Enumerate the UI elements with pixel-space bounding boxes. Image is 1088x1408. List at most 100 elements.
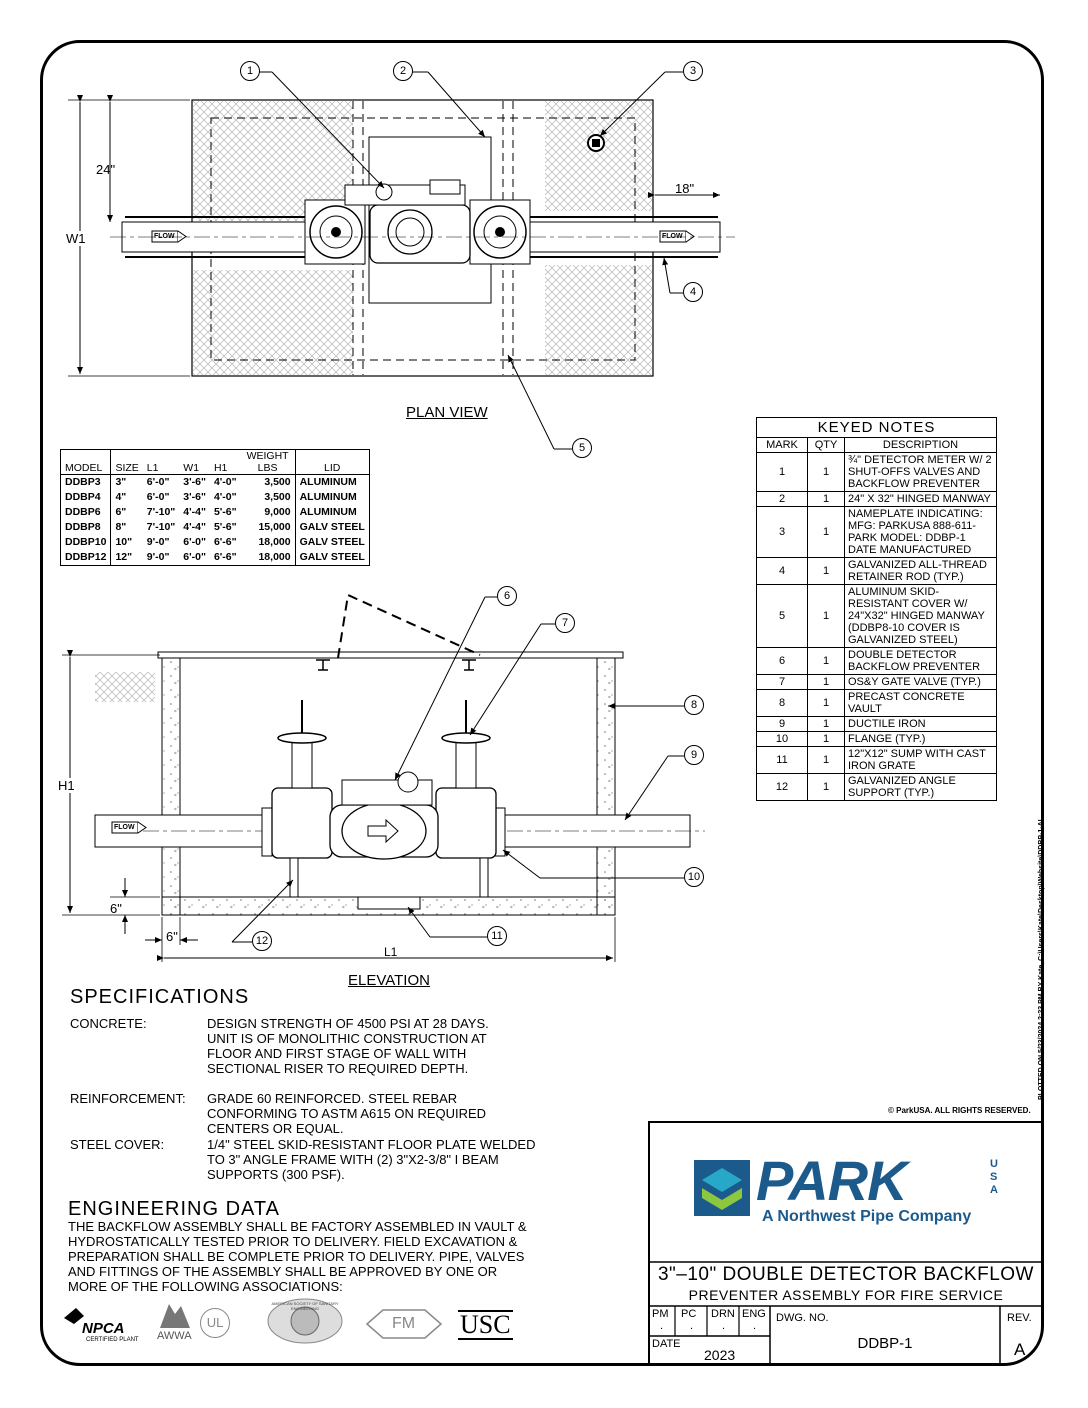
note-description: ¾" DETECTOR METER w/ 2 SHUT-OFFS VALVES … [844, 452, 997, 492]
note-qty: 1 [807, 773, 845, 801]
pm-value: . [660, 1320, 664, 1332]
table-cell: 6'-0" [183, 551, 206, 563]
model-table-header: MODEL SIZE L1 W1 H1 WEIGHT LBS LID [60, 449, 370, 475]
keyed-note-row: 11¾" DETECTOR METER w/ 2 SHUT-OFFS VALVE… [756, 452, 997, 492]
note-description: DOUBLE DETECTOR BACKFLOW PREVENTER [844, 647, 997, 675]
col-mark: MARK [756, 437, 808, 453]
callout-8: 8 [684, 695, 704, 715]
pc-label: PC [681, 1308, 697, 1320]
dim-l1: L1 [384, 945, 398, 959]
table-cell: 4" [110, 490, 143, 505]
dim-18: 18" [675, 181, 695, 196]
table-cell: DDBP10 [65, 536, 107, 548]
pc-value: . [690, 1320, 694, 1332]
fm-logo: FM [365, 1308, 443, 1340]
table-cell: DDBP3 [65, 476, 101, 488]
note-qty: 1 [807, 491, 845, 507]
eng-label: ENG [742, 1308, 766, 1320]
flow-label-right: FLOW [662, 233, 683, 240]
engineering-heading: ENGINEERING DATA [68, 1198, 280, 1220]
flow-label-left: FLOW [154, 233, 175, 240]
col-size: SIZE [110, 449, 143, 475]
callout-6: 6 [497, 586, 517, 606]
callout-3: 3 [683, 61, 703, 81]
table-cell: 9'-0" [146, 536, 170, 548]
copyright: © ParkUSA. ALL RIGHTS RESERVED. [888, 1106, 1031, 1115]
table-cell: 6'-0" [146, 491, 170, 503]
note-mark: 4 [756, 557, 808, 585]
drn-label: DRN [711, 1308, 735, 1320]
park-logo-text: PARK [756, 1149, 908, 1212]
spec-label-concrete: CONCRETE: [70, 1016, 147, 1031]
title-block [648, 1121, 1044, 1366]
table-cell: 18,000 [258, 536, 291, 548]
drn-value: . [722, 1320, 726, 1332]
note-mark: 9 [756, 716, 808, 732]
table-cell: 6'-6" [213, 536, 237, 548]
park-logo: PARK USA A Northwest Pipe Company [690, 1149, 1020, 1228]
note-description: GALVANIZED ANGLE SUPPORT (TYP.) [844, 773, 997, 801]
table-cell: DDBP8 [65, 521, 101, 533]
model-table: MODEL SIZE L1 W1 H1 WEIGHT LBS LID DDBP3… [60, 449, 370, 566]
table-cell: 12" [110, 550, 143, 566]
table-cell: 18,000 [258, 551, 291, 563]
note-mark: 8 [756, 689, 808, 717]
callout-10: 10 [684, 867, 704, 887]
dim-6-horizontal: 6" [166, 929, 178, 944]
specifications-heading: SPECIFICATIONS [70, 986, 250, 1008]
note-mark: 12 [756, 773, 808, 801]
note-description: ALUMINUM SKID-RESISTANT COVER w/ 24"x32"… [844, 584, 997, 648]
usc-logo: USC [458, 1310, 513, 1340]
table-cell: 3" [110, 474, 143, 490]
spec-label-reinforcement: REINFORCEMENT: [70, 1091, 186, 1106]
asse-logo: AMERICAN SOCIETY OF SANITARY ENGINEERING [267, 1298, 343, 1344]
table-cell: 8" [110, 520, 143, 535]
note-qty: 1 [807, 557, 845, 585]
callout-1: 1 [240, 61, 260, 81]
table-cell: GALV STEEL [294, 535, 370, 550]
title-block-grid [648, 1261, 1044, 1366]
table-cell: 3'-6" [183, 491, 206, 503]
callout-4: 4 [683, 282, 703, 302]
note-qty: 1 [807, 506, 845, 558]
table-cell: 3,500 [264, 491, 291, 503]
plot-stamp: PLOTTED ON 5/23/2024 2:23 PM BY Kate, C:… [1038, 817, 1045, 1100]
col-model: MODEL [60, 449, 111, 475]
table-cell: 6'-0" [146, 476, 170, 488]
col-h1: H1 [209, 449, 241, 475]
note-mark: 6 [756, 647, 808, 675]
table-cell: 9'-0" [146, 551, 170, 563]
note-description: NAMEPLATE INDICATING: MFG: PARKUSA 888-6… [844, 506, 997, 558]
callout-2: 2 [393, 61, 413, 81]
table-cell: DDBP4 [65, 491, 101, 503]
spec-text-steel-cover: 1/4" STEEL SKID-RESISTANT FLOOR PLATE WE… [207, 1137, 536, 1182]
rev-label: REV. [1007, 1312, 1032, 1324]
note-mark: 1 [756, 452, 808, 492]
table-cell: 4'-0" [213, 476, 237, 488]
table-cell: 15,000 [258, 521, 291, 533]
note-description: 24" x 32" HINGED MANWAY [844, 491, 997, 507]
table-cell: 6'-0" [183, 536, 206, 548]
note-mark: 11 [756, 746, 808, 774]
note-qty: 1 [807, 674, 845, 690]
note-mark: 7 [756, 674, 808, 690]
table-cell: 6" [110, 505, 143, 520]
drawing-title-line2: PREVENTER ASSEMBLY FOR FIRE SERVICE [688, 1287, 1004, 1303]
drawing-sheet-border [40, 40, 1044, 1366]
table-cell: 10" [110, 535, 143, 550]
ul-logo: UL [200, 1308, 230, 1338]
table-cell: ALUMINUM [294, 505, 370, 520]
